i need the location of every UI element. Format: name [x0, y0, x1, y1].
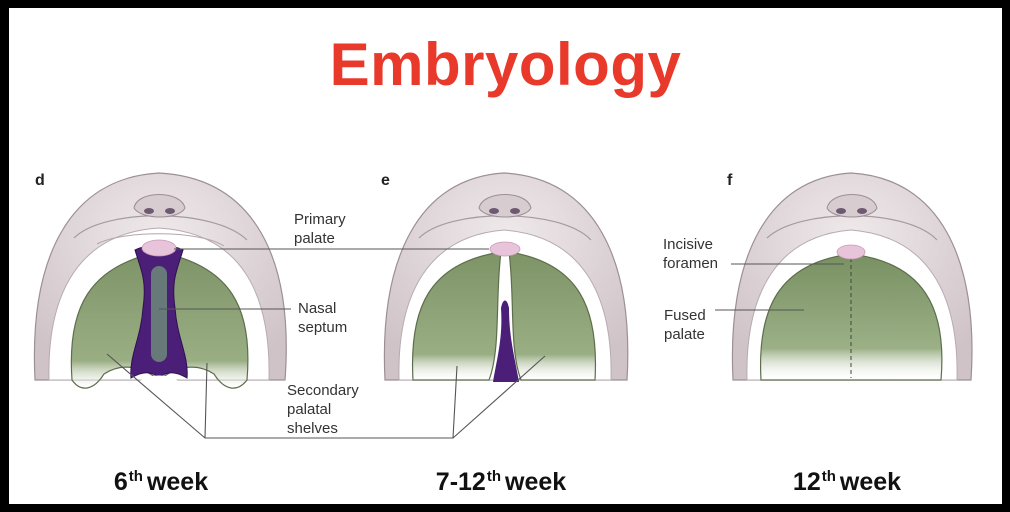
caption-6th-week-number: 6 [114, 468, 128, 496]
palate-development-diagram [9, 8, 1002, 504]
label-secondary-line2: palatal [287, 400, 359, 419]
panel-f-incisive-foramen [837, 245, 865, 259]
panel-d-illustration [29, 173, 299, 438]
panel-letter-e: e [381, 172, 390, 190]
panel-letter-d: d [35, 172, 45, 190]
caption-12th-week-word: week [840, 468, 901, 496]
panel-e-illustration [379, 173, 639, 428]
label-secondary-line1: Secondary [287, 381, 359, 400]
label-incisive-line2: foramen [663, 254, 718, 273]
label-fused-line2: palate [664, 325, 706, 344]
caption-7-12th-week-suffix: th [487, 468, 501, 485]
label-fused-line1: Fused [664, 306, 706, 325]
caption-12th-week-number: 12 [793, 468, 821, 496]
caption-12th-week-suffix: th [822, 468, 836, 485]
caption-7-12th-week-word: week [505, 468, 566, 496]
label-nasal-septum-line2: septum [298, 318, 347, 337]
label-secondary-line3: shelves [287, 419, 359, 438]
panel-d-primary-palate [142, 240, 176, 256]
label-primary-palate-line2: palate [294, 229, 346, 248]
label-secondary-palatal-shelves: Secondary palatal shelves [287, 381, 359, 438]
label-nasal-septum: Nasal septum [298, 299, 347, 337]
label-incisive-line1: Incisive [663, 235, 718, 254]
caption-6th-week-word: week [147, 468, 208, 496]
caption-7-12th-week-number: 7-12 [436, 468, 486, 496]
label-primary-palate-line1: Primary [294, 210, 346, 229]
label-primary-palate: Primary palate [294, 210, 346, 248]
panel-e-primary-palate [490, 242, 520, 256]
figure-frame: Embryology [9, 8, 1002, 504]
label-incisive-foramen: Incisive foramen [663, 235, 718, 273]
panel-f-illustration [727, 173, 982, 428]
panel-letter-f: f [727, 172, 732, 190]
caption-6th-week-suffix: th [129, 468, 143, 485]
label-fused-palate: Fused palate [664, 306, 706, 344]
label-nasal-septum-line1: Nasal [298, 299, 347, 318]
